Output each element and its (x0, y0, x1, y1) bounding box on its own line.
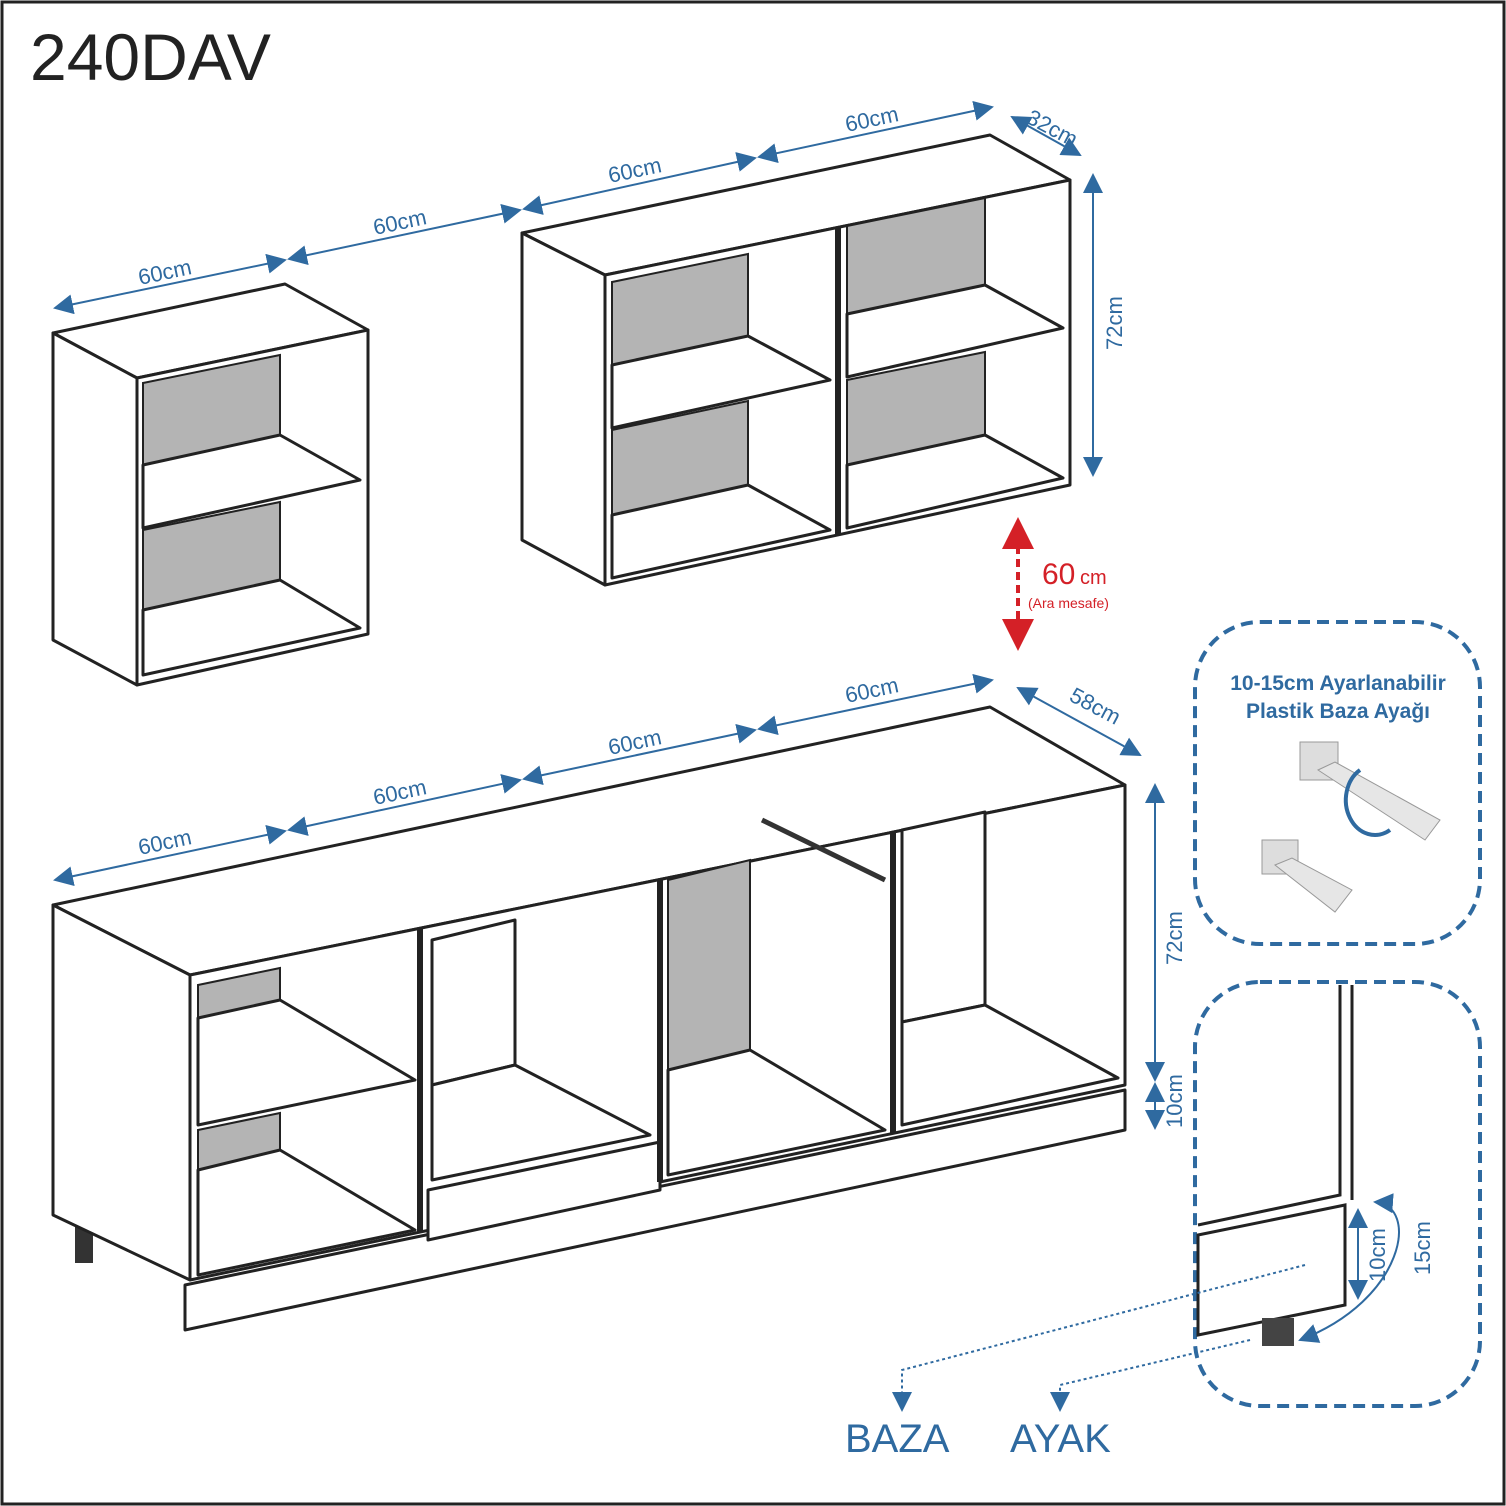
upper-height: 72cm (1102, 296, 1127, 350)
upper-width-1: 60cm (136, 254, 194, 290)
lower-width-4: 60cm (843, 672, 901, 708)
product-code: 240DAV (30, 20, 271, 94)
lower-cabinets (51, 705, 1127, 1332)
plinth-detail-box: 10cm 15cm BAZA AYAK (845, 980, 1482, 1461)
foot-info-line2: Plastik Baza Ayağı (1246, 700, 1430, 723)
foot-icon (1262, 1318, 1294, 1346)
lower-depth: 58cm (1066, 682, 1125, 729)
upper-width-2: 60cm (371, 204, 429, 240)
lower-width-2: 60cm (371, 774, 429, 810)
gap-note: (Ara mesafe) (1028, 595, 1109, 611)
upper-width-4: 60cm (843, 101, 901, 137)
lower-width-3: 60cm (606, 724, 664, 760)
adjustable-foot-icon (1261, 741, 1441, 913)
detail-max-height: 15cm (1410, 1221, 1435, 1275)
lower-width-1: 60cm (136, 824, 194, 860)
plinth-height: 10cm (1162, 1074, 1187, 1128)
upper-cabinet-single (51, 282, 370, 687)
foot-info-line1: 10-15cm Ayarlanabilir (1230, 672, 1446, 695)
baza-label: BAZA (845, 1417, 950, 1461)
gap-annotation: 60 cm (Ara mesafe) (1002, 517, 1109, 651)
gap-unit: cm (1080, 567, 1107, 589)
lower-height: 72cm (1162, 911, 1187, 965)
gap-value: 60 (1042, 558, 1075, 591)
detail-min-height: 10cm (1365, 1228, 1390, 1282)
ayak-label: AYAK (1010, 1417, 1111, 1461)
upper-cabinet-double (520, 133, 1072, 587)
lower-dimensions: 60cm 60cm 60cm 60cm 58cm 72cm 10cm (53, 672, 1187, 1130)
foot-info-box: 10-15cm Ayarlanabilir Plastik Baza Ayağı (1193, 620, 1482, 946)
upper-width-3: 60cm (606, 152, 664, 188)
upper-depth: 32cm (1023, 104, 1082, 151)
